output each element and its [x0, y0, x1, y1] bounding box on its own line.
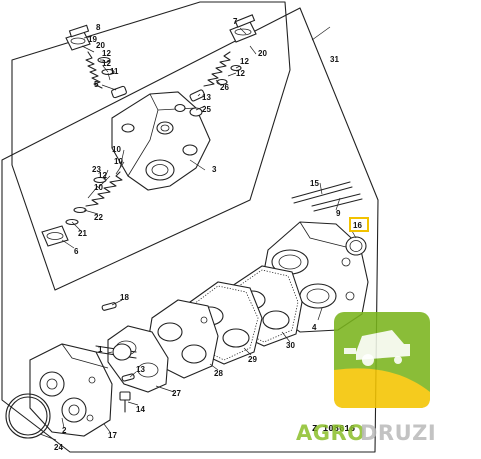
- top-left-plug: [65, 24, 91, 51]
- studs: [291, 181, 363, 212]
- callout-21: 21: [78, 229, 87, 238]
- drive-shaft-1: [95, 343, 137, 361]
- callout-22: 22: [94, 213, 103, 222]
- callout-20-left: 20: [96, 41, 105, 50]
- callout-10-lower: 10: [94, 183, 103, 192]
- callout-25: 25: [202, 105, 211, 114]
- valve-housing-group: [41, 14, 257, 247]
- callout-12b: 12: [102, 59, 111, 68]
- callout-27: 27: [172, 389, 181, 398]
- callout-3: 3: [212, 165, 217, 174]
- callout-23: 23: [92, 165, 101, 174]
- callout-6: 6: [74, 247, 79, 256]
- callout-4: 4: [312, 323, 317, 332]
- valve-housing: [111, 91, 211, 191]
- upper-left-spring: [85, 51, 127, 99]
- callout-13-lower: 13: [136, 365, 145, 374]
- callout-20: 20: [258, 49, 267, 58]
- callout-10b: 10: [114, 157, 123, 166]
- callout-26: 26: [220, 83, 229, 92]
- callout-30: 30: [286, 341, 295, 350]
- callout-10a: 10: [112, 145, 121, 154]
- leader-lines: [39, 26, 357, 441]
- upper-right-spring: [189, 51, 242, 102]
- callout-7: 7: [233, 17, 238, 26]
- callout-31: 31: [330, 55, 339, 64]
- callout-19: 19: [88, 35, 97, 44]
- callout-12a: 12: [102, 49, 111, 58]
- callout-15: 15: [310, 179, 319, 188]
- callout-16: 16: [353, 221, 362, 230]
- highlight-callout-16: 16: [349, 217, 369, 232]
- callout-28: 28: [214, 369, 223, 378]
- callout-29: 29: [248, 355, 257, 364]
- callout-18: 18: [120, 293, 129, 302]
- o-ring-24: [5, 393, 51, 439]
- callout-12-mid: 12: [98, 171, 107, 180]
- callout-12d: 12: [236, 69, 245, 78]
- lower-left-plug: [41, 225, 69, 247]
- seal-ring-16: [345, 236, 367, 256]
- drawing-code: Z 108616: [312, 424, 355, 434]
- callout-13: 13: [202, 93, 211, 102]
- callout-12c: 12: [240, 57, 249, 66]
- inner-valve-frame: [11, 1, 291, 291]
- callout-9: 9: [336, 209, 341, 218]
- seal-5: [189, 107, 203, 117]
- callout-8: 8: [96, 23, 101, 32]
- callout-5: 5: [94, 80, 99, 89]
- callout-11: 11: [110, 67, 119, 76]
- callout-labels: 8 19 20 12 12 11 5 7 20 12 12 26 13 25 3…: [54, 17, 341, 452]
- front-body-17: [29, 343, 113, 437]
- screw-14: [119, 391, 131, 413]
- top-right-plug: [229, 14, 257, 43]
- callout-14: 14: [136, 405, 145, 414]
- outer-frame: [1, 7, 379, 453]
- callout-2: 2: [62, 426, 67, 435]
- callout-17: 17: [108, 431, 117, 440]
- callout-1: 1: [98, 345, 103, 354]
- callout-24: 24: [54, 443, 63, 452]
